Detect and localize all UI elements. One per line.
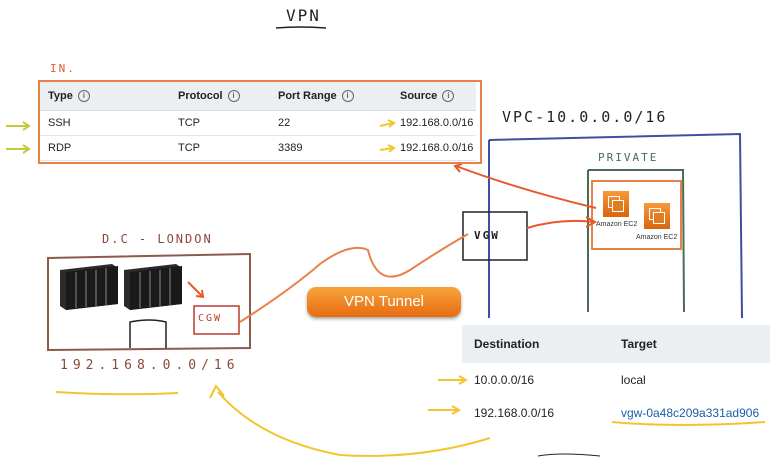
cell-destination: 10.0.0.0/16 (474, 372, 535, 387)
table-row: 192.168.0.0/16 vgw-0a48c209a331ad906 (462, 396, 770, 429)
table-header-row: Destination Target (462, 325, 770, 363)
column-header-target: Target (609, 325, 770, 363)
cell-source: 192.168.0.0/16 (392, 110, 476, 136)
header-label: Port Range (278, 89, 337, 102)
header-label: Source (400, 89, 438, 102)
route-table: Destination Target 10.0.0.0/16 local 192… (462, 325, 770, 429)
ec2-icon (603, 191, 629, 217)
vgw-to-ec2-arrow (526, 219, 595, 229)
header-label: Type (48, 89, 73, 102)
title-underline (275, 26, 327, 29)
private-subnet-boundary (587, 169, 685, 313)
ec2-label: Amazon EC2 (636, 234, 678, 241)
cgw-box (193, 305, 240, 335)
column-header-destination: Destination (462, 325, 609, 363)
server-rack-icon (124, 264, 182, 310)
ec2-to-security-group-arrow (455, 165, 597, 209)
cell-target: local (621, 372, 646, 387)
cell-port-range: 3389 (270, 135, 392, 161)
cidr-underline (55, 391, 179, 396)
private-subnet-label: PRIVATE (598, 151, 659, 164)
cell-type: RDP (40, 135, 170, 161)
datacenter-cidr: 192.168.0.0/16 (60, 358, 240, 373)
cell-type: SSH (40, 110, 170, 136)
info-icon[interactable]: i (227, 90, 240, 103)
ec2-group-box (591, 180, 682, 250)
vgw-label: VGW (474, 229, 500, 242)
cell-protocol: TCP (170, 110, 270, 136)
info-icon[interactable]: i (77, 90, 90, 103)
in-label: IN. (50, 62, 76, 75)
route-to-dc-arrow (217, 391, 491, 457)
ec2-label: Amazon EC2 (596, 221, 638, 228)
vpn-tunnel-line (239, 233, 469, 323)
datacenter-box (47, 252, 251, 352)
target-underline (611, 421, 766, 426)
security-group-highlight (38, 80, 482, 164)
table-row: 10.0.0.0/16 local (462, 363, 770, 396)
column-header-port-range: Port Range i (270, 82, 392, 111)
server-rack-icon (60, 264, 118, 310)
sg-row-arrows (6, 121, 31, 154)
table-row: SSH TCP 22 192.168.0.0/16 (40, 110, 476, 136)
table-row: RDP TCP 3389 192.168.0.0/16 (40, 135, 476, 161)
cgw-label: CGW (198, 313, 223, 324)
vpc-label: VPC-10.0.0.0/16 (502, 108, 668, 126)
dc-door (129, 319, 167, 348)
cell-destination: 192.168.0.0/16 (474, 405, 555, 420)
header-label: Protocol (178, 89, 223, 102)
info-icon[interactable]: i (442, 90, 455, 103)
ec2-icon (644, 203, 670, 229)
cell-protocol: TCP (170, 135, 270, 161)
bottom-sketch (537, 453, 601, 457)
column-header-protocol: Protocol i (170, 82, 270, 111)
page-title: VPN (286, 6, 321, 25)
server-to-cgw-arrow (187, 281, 203, 297)
route-row-arrows (428, 375, 469, 415)
info-icon[interactable]: i (341, 90, 354, 103)
cell-port-range: 22 (270, 110, 392, 136)
target-link[interactable]: vgw-0a48c209a331ad906 (621, 405, 760, 420)
cell-source: 192.168.0.0/16 (392, 135, 476, 161)
vpn-tunnel-badge: VPN Tunnel (307, 287, 461, 317)
vpc-boundary (488, 132, 743, 319)
datacenter-label: D.C - LONDON (102, 232, 213, 246)
